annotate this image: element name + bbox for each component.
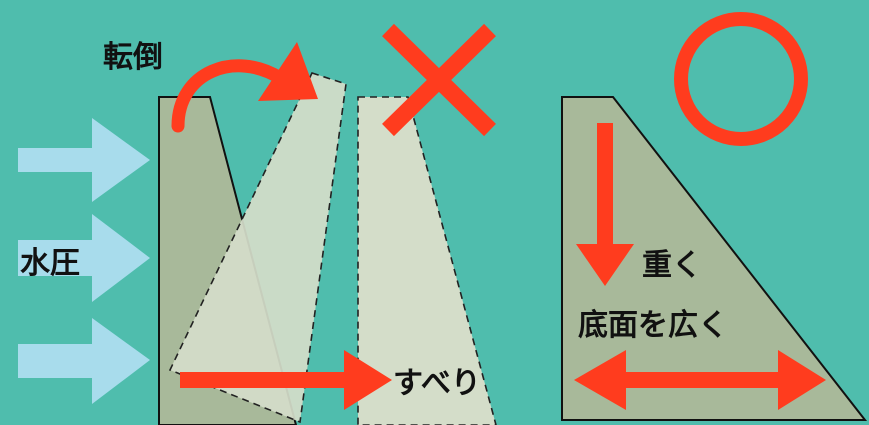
bad-design-x-icon bbox=[382, 23, 496, 137]
heavy-label: 重く bbox=[642, 248, 702, 283]
sliding-arrow-shaft bbox=[180, 372, 348, 388]
wider-base-label: 底面を広く bbox=[578, 308, 728, 343]
wide-dam-body bbox=[561, 96, 868, 421]
overturned-dam-ghost bbox=[168, 72, 347, 424]
water-pressure-arrow-top bbox=[18, 118, 150, 202]
good-design-circle-icon bbox=[674, 12, 808, 146]
base-width-arrow-right-head bbox=[778, 350, 826, 410]
weight-arrow-head bbox=[576, 244, 634, 286]
overturn-label: 転倒 bbox=[103, 40, 163, 75]
water-pressure-arrows bbox=[18, 118, 150, 404]
base-width-arrow-shaft bbox=[622, 372, 782, 388]
overturn-arrow bbox=[171, 59, 287, 133]
sliding-arrow-head bbox=[344, 350, 392, 410]
base-width-arrow-left-head bbox=[574, 350, 626, 410]
weight-arrow-shaft bbox=[597, 123, 613, 248]
water-pressure-arrow-middle bbox=[18, 214, 150, 302]
water-pressure-label: 水圧 bbox=[20, 246, 80, 281]
sliding-label: すべり bbox=[393, 366, 481, 401]
water-pressure-arrow-bottom bbox=[18, 318, 150, 404]
slid-dam-ghost bbox=[357, 96, 497, 425]
overturn-arrow-head bbox=[258, 42, 318, 101]
